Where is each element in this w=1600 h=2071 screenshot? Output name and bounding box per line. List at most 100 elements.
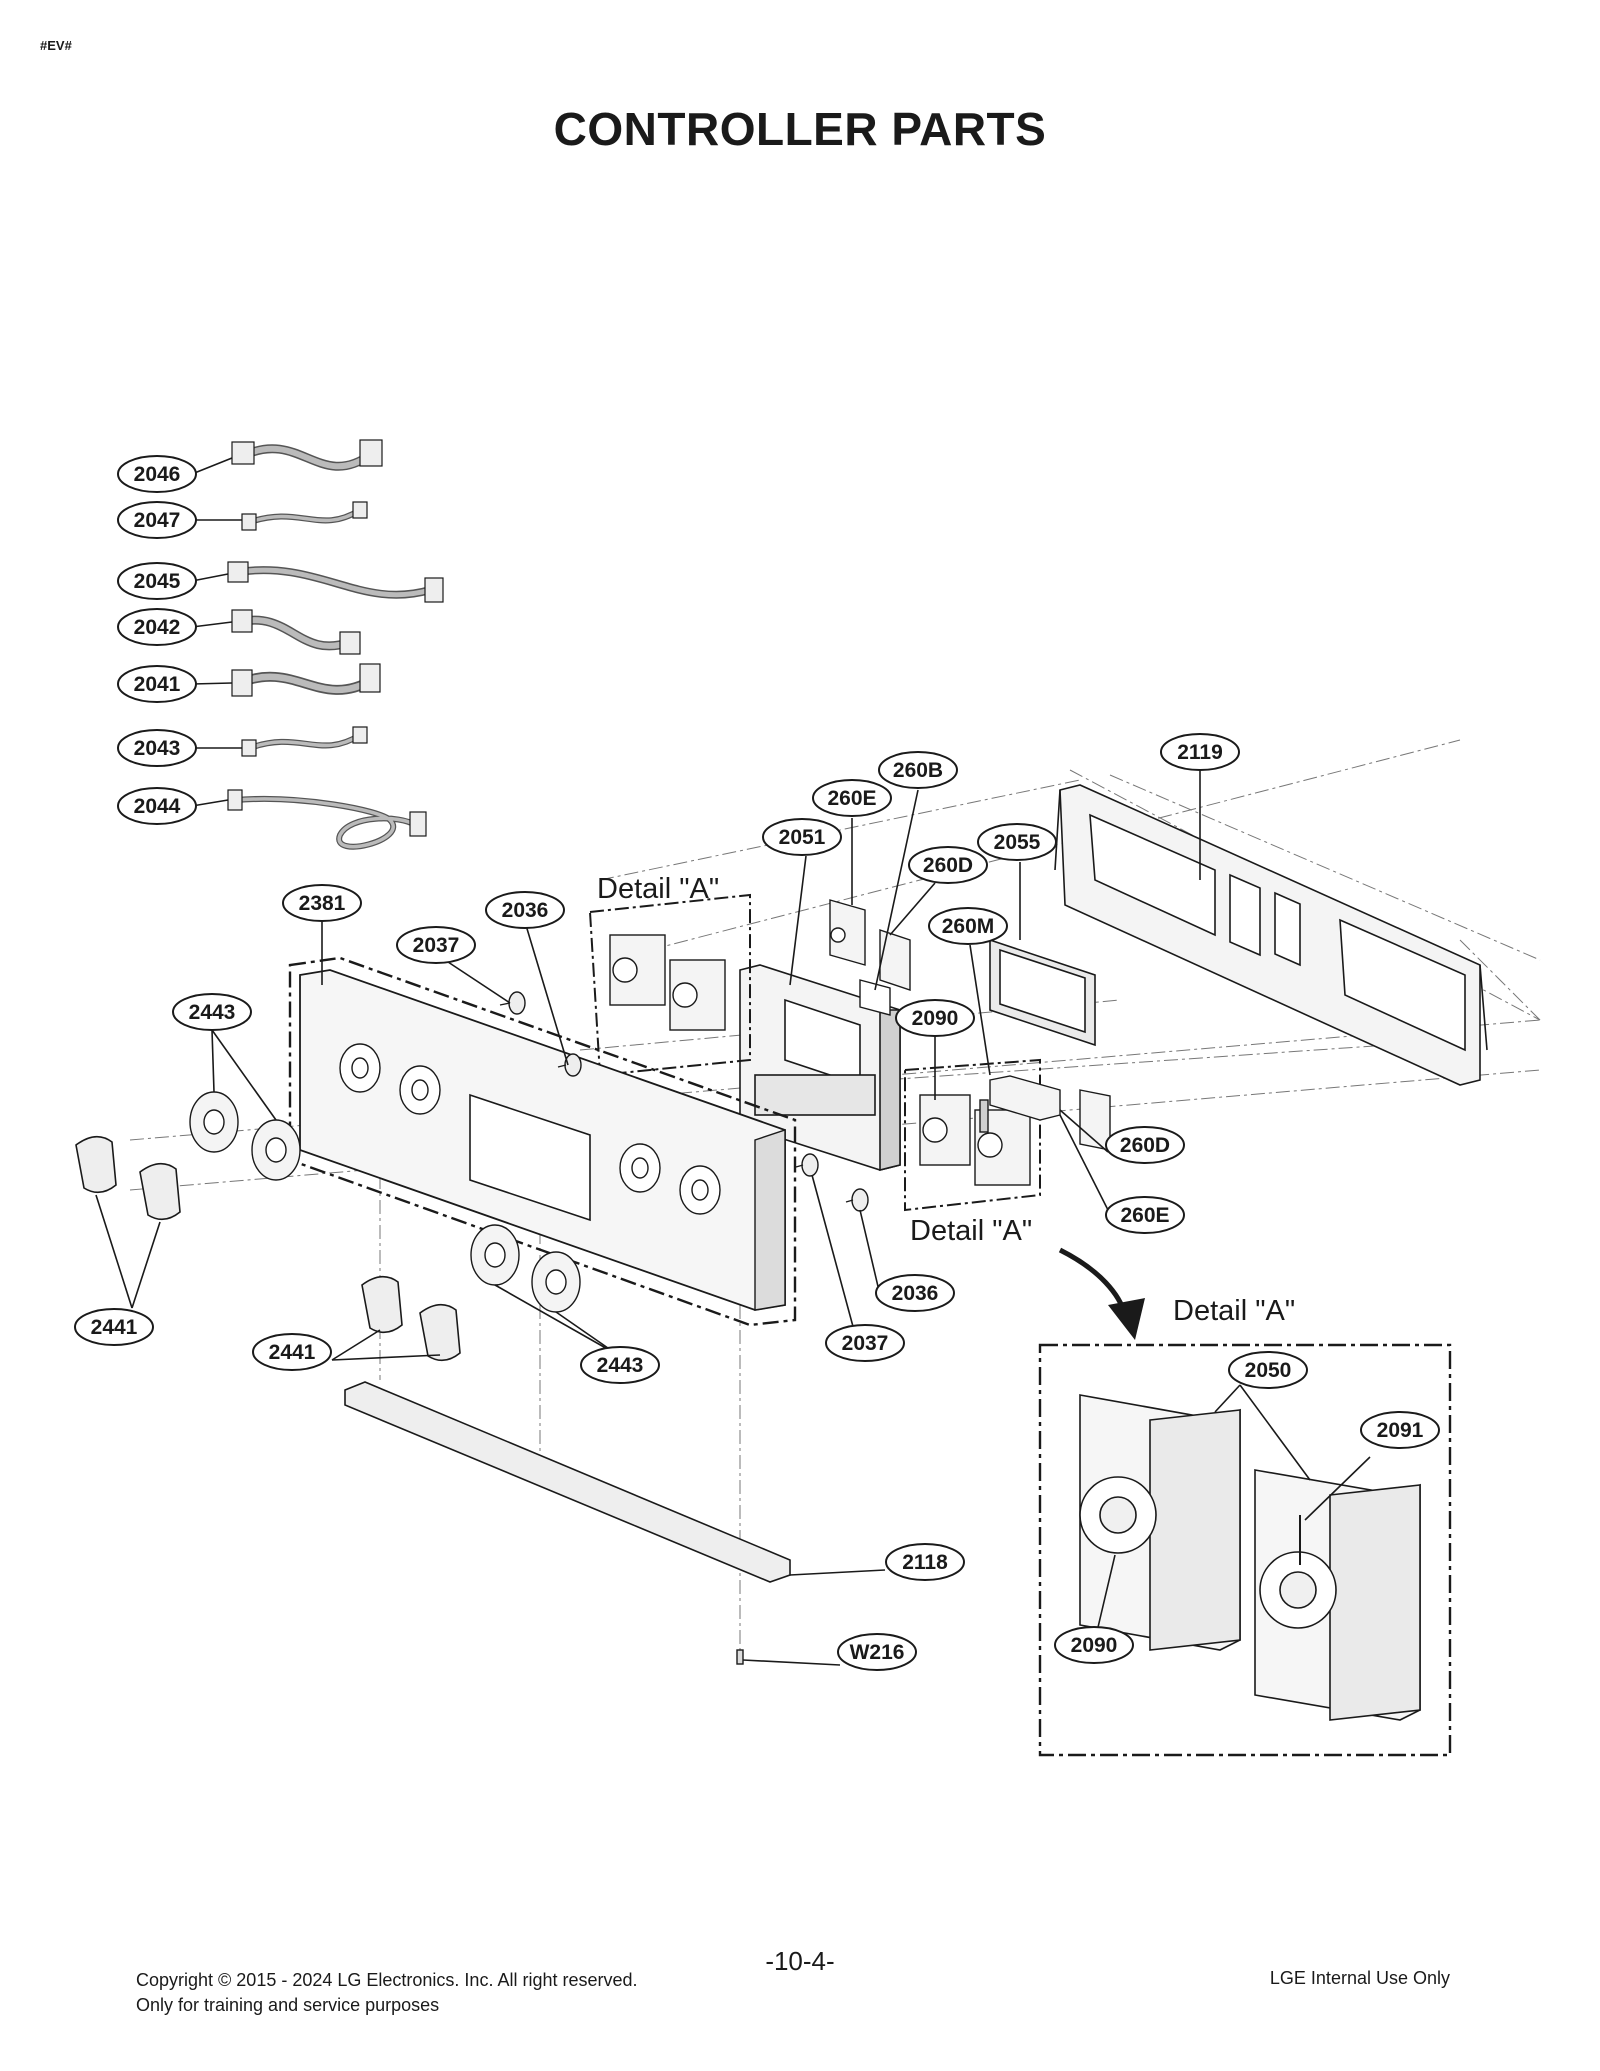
callout-260d: 260D: [908, 846, 988, 884]
callout-label: 2046: [134, 463, 181, 486]
callout-label: 260E: [827, 787, 876, 810]
encoder-holder-2050-left: [1079, 1394, 1241, 1651]
callout-2443: 2443: [580, 1346, 660, 1384]
callout-label: 2051: [779, 826, 826, 849]
callout-2051: 2051: [762, 818, 842, 856]
callout-label: 2119: [1177, 741, 1223, 764]
callout-w216: W216: [837, 1633, 917, 1671]
callout-2044: 2044: [117, 787, 197, 825]
footer-copyright-block: Copyright © 2015 - 2024 LG Electronics. …: [136, 1968, 638, 2018]
callout-2441: 2441: [252, 1333, 332, 1371]
callout-oval: [1228, 1351, 1308, 1389]
callout-2441: 2441: [74, 1308, 154, 1346]
callout-label: 2090: [1071, 1634, 1118, 1657]
callout-2090: 2090: [895, 999, 975, 1037]
callout-260d: 260D: [1105, 1126, 1185, 1164]
callout-oval: [117, 608, 197, 646]
shafts: [499, 991, 869, 1212]
callout-label: 260E: [1120, 1204, 1169, 1227]
wire-harness-2043: [241, 726, 368, 757]
callout-label: 2055: [994, 831, 1041, 854]
callout-oval: [812, 779, 892, 817]
wire-harness-2042: [231, 609, 361, 655]
callout-oval: [117, 729, 197, 767]
callout-260b: 260B: [878, 751, 958, 789]
callout-2045: 2045: [117, 562, 197, 600]
callout-oval: [117, 787, 197, 825]
callout-label: 2045: [134, 570, 181, 593]
callout-oval: [117, 562, 197, 600]
wire-harness-2045: [227, 561, 444, 603]
wire-harness-2046: [231, 439, 383, 471]
callout-2042: 2042: [117, 608, 197, 646]
lower-bracket-2118: [344, 1381, 791, 1583]
callout-2037: 2037: [396, 926, 476, 964]
callout-2036: 2036: [485, 891, 565, 929]
page-number: -10-4-: [765, 1946, 835, 1976]
callout-oval: [117, 665, 197, 703]
callout-label: 2441: [269, 1341, 316, 1364]
callout-oval: [1105, 1126, 1185, 1164]
callout-oval: [580, 1346, 660, 1384]
callout-oval: [875, 1274, 955, 1312]
callout-label: 2441: [91, 1316, 138, 1339]
callout-2041: 2041: [117, 665, 197, 703]
detail-label-enlarged: Detail "A": [1173, 1295, 1295, 1327]
callout-label: 2091: [1377, 1419, 1424, 1442]
internal-use-note: LGE Internal Use Only: [1269, 1968, 1450, 1988]
back-bracket-2119: [1054, 784, 1488, 1086]
callout-label: 2041: [134, 673, 181, 696]
encoder-holder-2050-right: [1254, 1469, 1421, 1721]
callout-oval: [928, 907, 1008, 945]
callout-oval: [172, 993, 252, 1031]
callout-oval: [74, 1308, 154, 1346]
wire-harness-group: [227, 439, 444, 850]
callout-label: 2037: [842, 1332, 889, 1355]
callout-2047: 2047: [117, 501, 197, 539]
callout-260m: 260M: [928, 907, 1008, 945]
callout-label: 260B: [893, 759, 943, 782]
callout-label: 2118: [902, 1551, 948, 1574]
callout-label: 2036: [502, 899, 549, 922]
callout-oval: [885, 1543, 965, 1581]
callout-oval: [252, 1333, 332, 1371]
wire-harness-2047: [241, 501, 368, 531]
training-note: Only for training and service purposes: [136, 1995, 440, 2015]
callout-oval: [825, 1324, 905, 1362]
leader-lines: [95, 457, 1371, 1666]
callout-label: 2443: [597, 1354, 644, 1377]
callout-2381: 2381: [282, 884, 362, 922]
screw-w216: [736, 1649, 744, 1665]
callout-2037: 2037: [825, 1324, 905, 1362]
callout-oval: [485, 891, 565, 929]
callout-2090: 2090: [1054, 1626, 1134, 1664]
callout-oval: [117, 455, 197, 493]
copyright-text: Copyright © 2015 - 2024 LG Electronics. …: [136, 1970, 638, 1990]
callout-2046: 2046: [117, 455, 197, 493]
document-tag: #EV#: [40, 38, 72, 53]
callout-label: 2381: [299, 892, 346, 915]
callout-260e: 260E: [1105, 1196, 1185, 1234]
detail-a-box-lower: [904, 1058, 1041, 1212]
callout-2119: 2119: [1160, 733, 1240, 771]
callout-2091: 2091: [1360, 1411, 1440, 1449]
control-knobs-2441: [75, 1135, 461, 1362]
callout-label: 2036: [892, 1282, 939, 1305]
callout-2036: 2036: [875, 1274, 955, 1312]
callout-oval: [396, 926, 476, 964]
callout-oval: [895, 999, 975, 1037]
display-window-2055: [989, 938, 1096, 1047]
callout-oval: [762, 818, 842, 856]
callout-label: 260D: [1120, 1134, 1170, 1157]
callout-2050: 2050: [1228, 1351, 1308, 1389]
callout-label: 260M: [942, 915, 995, 938]
callout-oval: [1160, 733, 1240, 771]
callout-label: 2443: [189, 1001, 236, 1024]
callout-label: 260D: [923, 854, 973, 877]
callout-oval: [1105, 1196, 1185, 1234]
callout-label: 2050: [1245, 1359, 1292, 1382]
callout-2055: 2055: [977, 823, 1057, 861]
callout-2118: 2118: [885, 1543, 965, 1581]
